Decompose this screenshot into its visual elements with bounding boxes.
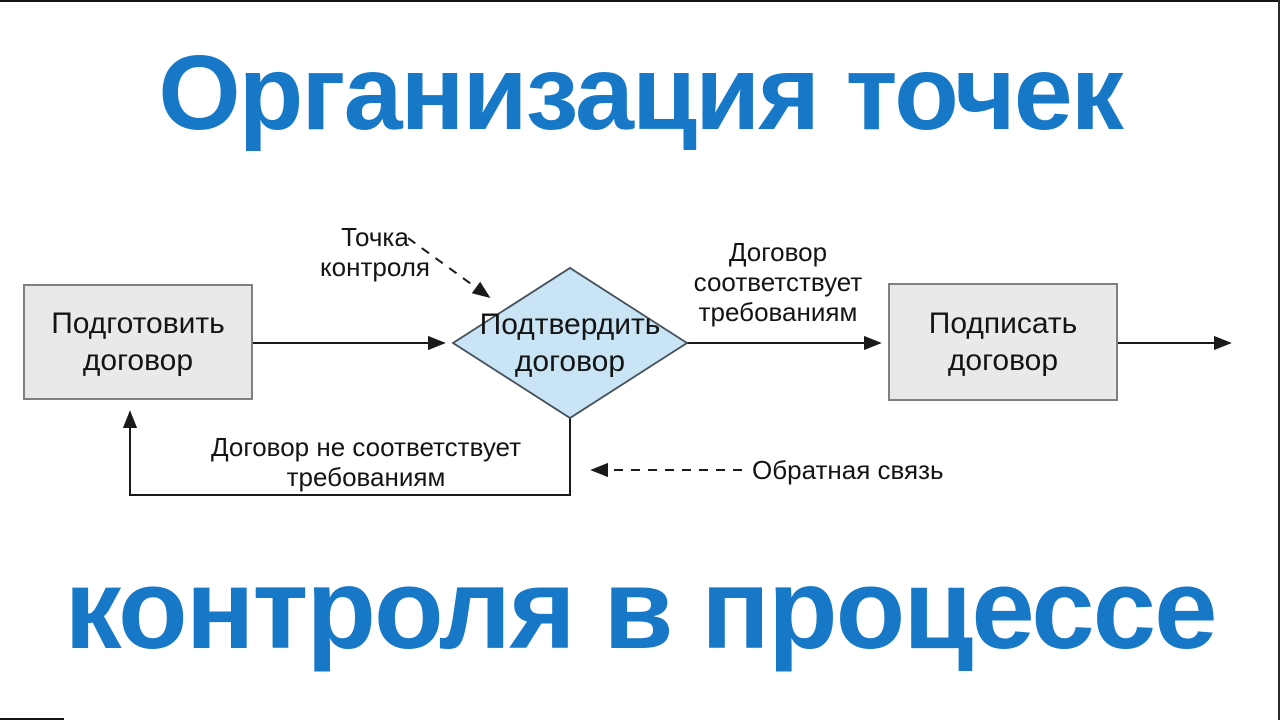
label-control-point: Точка контроля [320,222,430,283]
arrow-feedback-loop [122,410,571,496]
node-prepare-label: Подготовить договор [51,306,225,378]
frame-bottom-left-edge [0,718,64,720]
node-sign-label: Подписать договор [928,306,1078,378]
page-title-bottom: контроля в процессе [64,546,1218,673]
label-meets-requirements: Договор соответствует требованиям [693,237,863,328]
page-title-top: Организация точек [158,34,1124,152]
label-not-meets-requirements: Договор не соответствует требованиям [210,432,522,493]
label-feedback: Обратная связь [752,455,944,485]
node-sign-contract: Подписать договор [888,283,1118,401]
node-confirm-label: Подтвердить договор [479,307,661,379]
decision-diamond-shape [451,266,689,420]
frame-right-edge [1278,0,1280,720]
node-confirm-contract: Подтвердить договор [470,300,670,386]
frame-top-edge [0,0,1280,2]
node-prepare-contract: Подготовить договор [23,284,253,400]
